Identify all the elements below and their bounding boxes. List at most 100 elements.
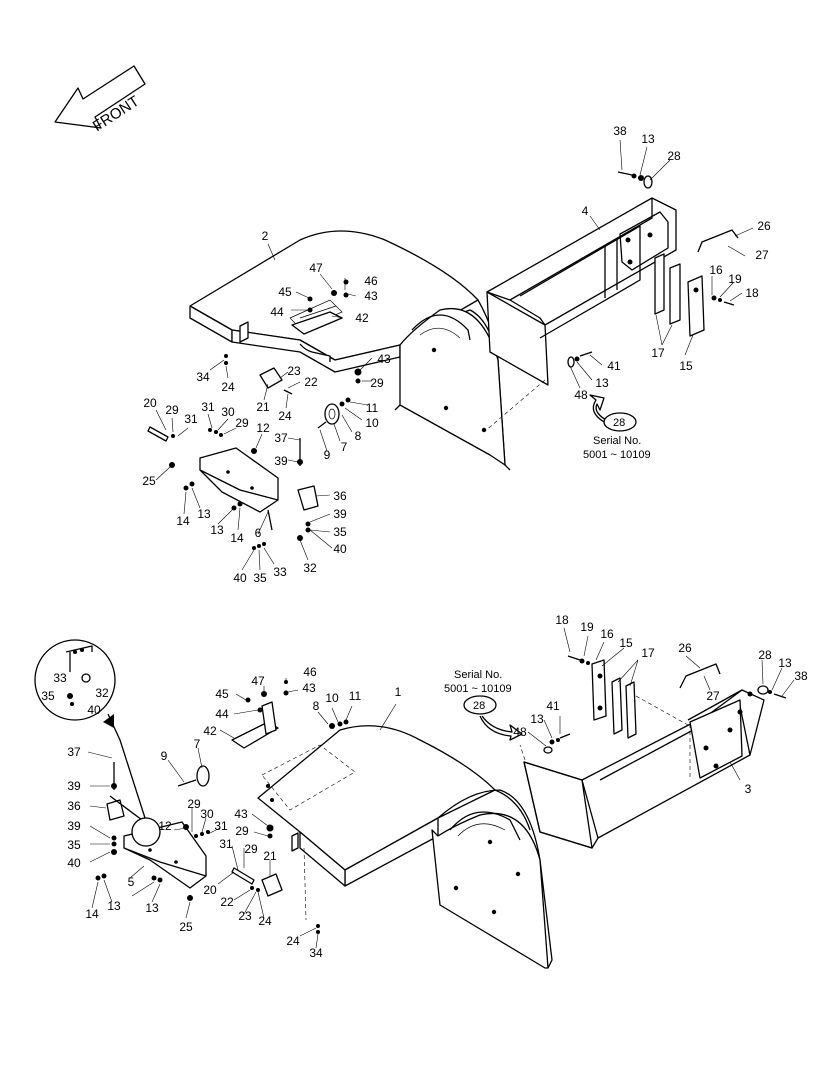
top-leader-lines	[155, 139, 754, 571]
part-callout-label: 30	[200, 807, 214, 821]
part-callout-label: 39	[333, 507, 347, 521]
part-callout-label: 46	[364, 274, 378, 288]
top-fender-assembly: 28 Serial No. 5001 ~ 10109 2438132826271…	[142, 124, 771, 585]
part-callout-label: 3	[745, 782, 752, 796]
part-callout-label: 26	[678, 641, 692, 655]
part-callout-label: 21	[256, 400, 270, 414]
part-callout-label: 9	[324, 448, 331, 462]
part-callout-label: 29	[244, 842, 258, 856]
part-callout-label: 45	[215, 687, 229, 701]
part-callout-label: 37	[274, 431, 288, 445]
part-callout-label: 10	[325, 691, 339, 705]
part-callout-label: 13	[641, 132, 655, 146]
part-callout-label: 13	[197, 507, 211, 521]
bottom-fender-body	[257, 725, 553, 969]
part-callout-label: 24	[278, 409, 292, 423]
part-callout-label: 16	[600, 627, 614, 641]
part-callout-label: 22	[304, 375, 318, 389]
top-serial-tag: 28	[613, 417, 625, 429]
part-callout-label: 40	[333, 542, 347, 556]
part-callout-label: 40	[67, 856, 81, 870]
part-callout-label: 48	[574, 388, 588, 402]
part-callout-label: 6	[255, 526, 262, 540]
bottom-serial-text: Serial No.	[454, 669, 502, 681]
part-callout-label: 13	[778, 656, 792, 670]
part-callout-label: 43	[364, 289, 378, 303]
top-serial-note: 28 Serial No. 5001 ~ 10109	[583, 394, 651, 461]
part-callout-label: 10	[365, 416, 379, 430]
part-callout-label: 29	[235, 416, 249, 430]
bottom-serial-note: Serial No. 5001 ~ 10109 28	[444, 669, 523, 741]
part-callout-label: 20	[203, 883, 217, 897]
part-callout-label: 23	[287, 364, 301, 378]
part-callout-label: 16	[709, 263, 723, 277]
part-callout-label: 47	[251, 674, 265, 688]
front-arrow-icon: FRONT	[54, 65, 146, 135]
part-callout-label: 13	[145, 901, 159, 915]
part-callout-label: 44	[215, 707, 229, 721]
part-callout-label: 7	[341, 440, 348, 454]
part-callout-label: 39	[274, 454, 288, 468]
part-callout-label: 9	[161, 749, 168, 763]
part-callout-label: 17	[641, 646, 655, 660]
part-callout-label: 39	[67, 819, 81, 833]
part-callout-label: 42	[203, 724, 217, 738]
part-callout-label: 37	[67, 745, 81, 759]
part-callout-label: 44	[270, 305, 284, 319]
part-callout-label: 28	[758, 648, 772, 662]
part-callout-label: 41	[546, 699, 560, 713]
part-callout-label: 13	[107, 899, 121, 913]
part-callout-label: 40	[87, 703, 101, 717]
part-callout-label: 24	[221, 380, 235, 394]
part-callout-label: 33	[53, 671, 67, 685]
detail-circle-inset	[34, 639, 161, 847]
part-callout-label: 46	[303, 665, 317, 679]
part-callout-label: 31	[201, 400, 215, 414]
part-callout-label: 15	[619, 636, 633, 650]
bottom-fender-assembly: Serial No. 5001 ~ 10109 28 1819161517262…	[34, 613, 808, 969]
part-callout-label: 35	[253, 571, 267, 585]
part-callout-label: 8	[355, 429, 362, 443]
part-callout-label: 41	[607, 359, 621, 373]
part-callout-label: 24	[286, 934, 300, 948]
part-callout-label: 36	[67, 799, 81, 813]
part-callout-label: 18	[745, 286, 759, 300]
top-serial-range: 5001 ~ 10109	[583, 449, 651, 461]
part-callout-label: 34	[309, 946, 323, 960]
top-plates-15-17	[654, 253, 705, 337]
part-callout-label: 29	[165, 403, 179, 417]
part-callout-label: 22	[220, 895, 234, 909]
part-callout-label: 45	[278, 285, 292, 299]
bottom-plates-15-17	[591, 659, 637, 739]
part-callout-label: 24	[258, 914, 272, 928]
part-callout-label: 43	[234, 807, 248, 821]
part-callout-label: 25	[142, 474, 156, 488]
part-callout-label: 23	[238, 909, 252, 923]
part-callout-label: 29	[235, 824, 249, 838]
part-callout-label: 19	[728, 272, 742, 286]
part-callout-label: 35	[41, 689, 55, 703]
part-callout-label: 27	[755, 248, 769, 262]
part-callout-label: 42	[355, 311, 369, 325]
part-callout-label: 25	[179, 920, 193, 934]
part-callout-label: 13	[530, 712, 544, 726]
part-callout-label: 32	[95, 686, 109, 700]
part-callout-label: 43	[377, 352, 391, 366]
part-callout-label: 12	[256, 421, 270, 435]
part-callout-label: 12	[158, 819, 172, 833]
part-callout-label: 27	[706, 689, 720, 703]
bottom-leader-lines	[87, 627, 795, 949]
part-callout-label: 11	[366, 401, 379, 415]
part-callout-label: 13	[210, 523, 224, 537]
part-callout-label: 29	[187, 797, 201, 811]
part-callout-label: 19	[580, 620, 594, 634]
bottom-serial-tag: 28	[473, 700, 485, 712]
part-callout-label: 14	[85, 907, 99, 921]
part-callout-label: 15	[679, 359, 693, 373]
part-callout-label: 28	[667, 149, 681, 163]
part-callout-label: 20	[143, 396, 157, 410]
front-label: FRONT	[90, 93, 143, 135]
